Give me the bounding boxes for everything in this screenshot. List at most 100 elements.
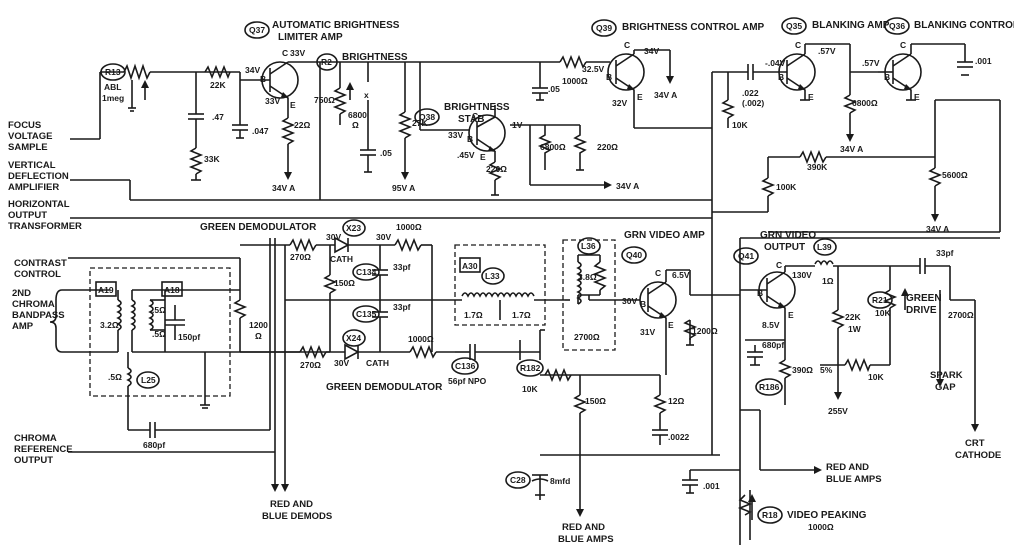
svg-text:5%: 5%	[820, 365, 833, 375]
svg-text:BRIGHTNESS: BRIGHTNESS	[342, 52, 408, 63]
svg-text:C136: C136	[455, 361, 476, 371]
svg-text:.022: .022	[742, 88, 759, 98]
input-vertical-deflection: VERTICAL DEFLECTION AMPLIFIER	[8, 160, 69, 193]
svg-text:Q40: Q40	[626, 250, 642, 260]
svg-text:E: E	[290, 100, 296, 110]
svg-text:C: C	[655, 268, 661, 278]
q41-label: Q41 GRN VIDEO OUTPUT 130V 8.5V	[733, 230, 816, 330]
input-2nd-chroma: 2ND CHROMA BANDPASS AMP	[12, 288, 65, 332]
svg-text:BANDPASS: BANDPASS	[12, 310, 65, 321]
r13-label: R13 ABL 1meg	[100, 63, 126, 103]
svg-text:680pf: 680pf	[143, 440, 165, 450]
svg-text:L36: L36	[581, 241, 596, 251]
svg-text:6800: 6800	[348, 110, 367, 120]
svg-text:Ω: Ω	[352, 120, 359, 130]
bottom-wiring	[49, 236, 1000, 545]
svg-text:DRIVE: DRIVE	[906, 305, 937, 316]
svg-text:33K: 33K	[204, 154, 220, 164]
r18-label: R18 VIDEO PEAKING 1000Ω	[757, 506, 867, 532]
svg-text:34V A: 34V A	[926, 224, 949, 234]
svg-text:AMPLIFIER: AMPLIFIER	[8, 182, 59, 193]
svg-text:10K: 10K	[522, 384, 538, 394]
svg-text:OUTPUT: OUTPUT	[8, 210, 47, 221]
svg-text:1V: 1V	[512, 120, 523, 130]
svg-text:32V: 32V	[612, 98, 627, 108]
svg-text:95V A: 95V A	[392, 183, 415, 193]
svg-text:.05: .05	[548, 84, 560, 94]
q40-label: Q40 GRN VIDEO AMP 6.5V 30V 31V	[621, 230, 705, 337]
svg-text:L25: L25	[141, 375, 156, 385]
svg-text:GRN VIDEO: GRN VIDEO	[760, 230, 816, 241]
svg-text:C: C	[900, 40, 906, 50]
q37-label: Q37 AUTOMATIC BRIGHTNESS LIMITER AMP 33V…	[244, 20, 400, 106]
svg-text:150pf: 150pf	[178, 332, 200, 342]
supply-labels: 34V A 95V A 34V A 34V A 34V A 34V A	[272, 90, 949, 234]
svg-text:.5Ω: .5Ω	[152, 305, 166, 315]
svg-text:R186: R186	[759, 382, 780, 392]
svg-text:SAMPLE: SAMPLE	[8, 142, 48, 153]
svg-text:34V A: 34V A	[840, 144, 863, 154]
svg-text:GREEN DEMODULATOR: GREEN DEMODULATOR	[326, 382, 443, 393]
svg-text:.0022: .0022	[668, 432, 690, 442]
svg-text:.45V: .45V	[457, 150, 475, 160]
svg-text:B: B	[467, 134, 473, 144]
svg-text:100K: 100K	[776, 182, 797, 192]
svg-text:34V: 34V	[644, 46, 659, 56]
svg-text:VOLTAGE: VOLTAGE	[8, 131, 53, 142]
svg-text:BRIGHTNESS: BRIGHTNESS	[444, 102, 510, 113]
svg-text:RED AND: RED AND	[270, 499, 313, 510]
svg-text:22K: 22K	[845, 312, 861, 322]
svg-text:R2: R2	[321, 57, 332, 67]
svg-text:RED AND: RED AND	[562, 522, 605, 533]
svg-text:.05: .05	[380, 148, 392, 158]
svg-text:10K: 10K	[868, 372, 884, 382]
svg-text:255V: 255V	[828, 406, 848, 416]
svg-text:DEFLECTION: DEFLECTION	[8, 171, 69, 182]
svg-text:.5Ω: .5Ω	[108, 372, 122, 382]
svg-text:33V: 33V	[265, 96, 280, 106]
svg-text:10K: 10K	[732, 120, 748, 130]
svg-text:270Ω: 270Ω	[300, 360, 321, 370]
svg-text:.001: .001	[703, 481, 720, 491]
svg-text:33pf: 33pf	[393, 262, 411, 272]
svg-text:31V: 31V	[640, 327, 655, 337]
svg-text:CONTROL: CONTROL	[14, 269, 61, 280]
svg-text:6800Ω: 6800Ω	[852, 98, 878, 108]
svg-text:FOCUS: FOCUS	[8, 120, 41, 131]
svg-text:3.2Ω: 3.2Ω	[100, 320, 119, 330]
svg-text:12Ω: 12Ω	[668, 396, 684, 406]
r2-label: R2 BRIGHTNESS 750Ω	[314, 52, 408, 105]
svg-text:220Ω: 220Ω	[486, 164, 507, 174]
svg-text:150Ω: 150Ω	[585, 396, 606, 406]
svg-text:B: B	[757, 288, 763, 298]
r21-label: R21 10K GREEN DRIVE	[867, 291, 942, 318]
svg-text:680pf: 680pf	[762, 340, 784, 350]
svg-text:1200Ω: 1200Ω	[692, 326, 718, 336]
svg-text:6.5V: 6.5V	[672, 270, 690, 280]
svg-text:AMP: AMP	[12, 321, 34, 332]
svg-text:2ND: 2ND	[12, 288, 31, 299]
svg-text:CONTRAST: CONTRAST	[14, 258, 67, 269]
svg-text:VERTICAL: VERTICAL	[8, 160, 56, 171]
svg-text:3.8Ω: 3.8Ω	[578, 272, 597, 282]
svg-text:2700Ω: 2700Ω	[948, 310, 974, 320]
svg-text:CHROMA: CHROMA	[12, 299, 55, 310]
svg-text:1meg: 1meg	[102, 93, 124, 103]
svg-text:Q41: Q41	[738, 251, 754, 261]
svg-text:C134: C134	[356, 267, 377, 277]
svg-text:1.7Ω: 1.7Ω	[464, 310, 483, 320]
svg-text:A30: A30	[462, 261, 478, 271]
svg-text:34V A: 34V A	[272, 183, 295, 193]
r186-label: R186 390Ω 5%	[755, 365, 833, 396]
svg-text:.001: .001	[975, 56, 992, 66]
svg-text:R182: R182	[520, 363, 541, 373]
top-wiring	[70, 43, 1001, 455]
q39-label: Q39 BRIGHTNESS CONTROL AMP 34V 32.5V 32V	[582, 19, 765, 108]
svg-text:L33: L33	[485, 271, 500, 281]
svg-text:GREEN DEMODULATOR: GREEN DEMODULATOR	[200, 222, 317, 233]
svg-text:.47: .47	[212, 112, 224, 122]
output-labels: RED AND BLUE DEMODS RED AND BLUE AMPS RE…	[200, 222, 1001, 545]
svg-text:33V: 33V	[448, 130, 463, 140]
svg-text:STAB: STAB	[458, 114, 484, 125]
svg-text:CATH: CATH	[366, 358, 389, 368]
